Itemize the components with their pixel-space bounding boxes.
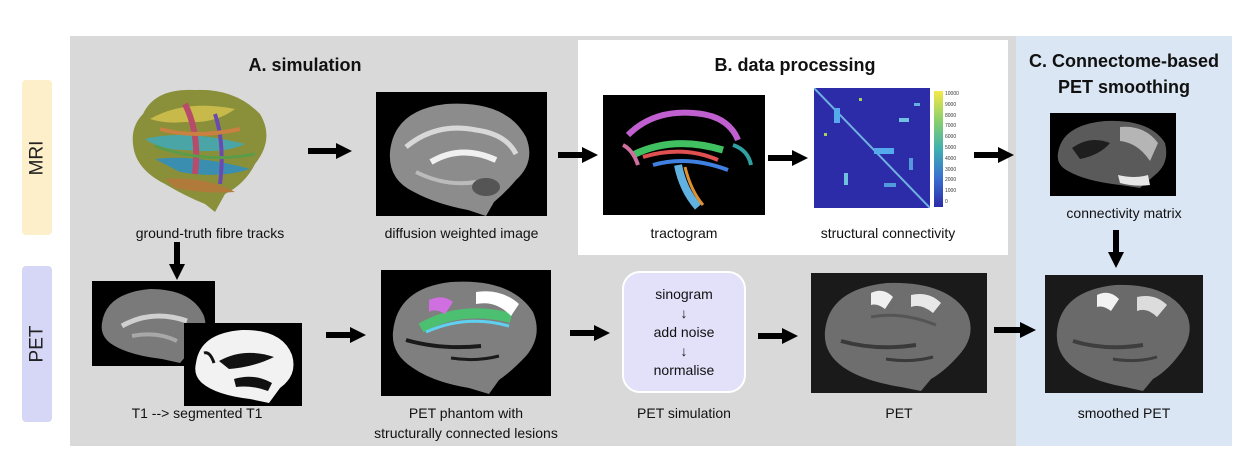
pet-simulation-caption: PET simulation bbox=[637, 405, 731, 421]
connectivity-matrix-image bbox=[1050, 113, 1176, 196]
mri-row-label: MRI bbox=[22, 80, 52, 235]
smoothed-pet-image bbox=[1045, 275, 1203, 393]
arrow-down-icon bbox=[169, 242, 185, 280]
step-sinogram: sinogram bbox=[655, 285, 713, 302]
arrow-right-icon bbox=[558, 147, 598, 163]
step-add-noise: add noise bbox=[653, 323, 715, 340]
pet-image bbox=[811, 273, 987, 393]
fibre-tracks-image bbox=[125, 84, 275, 214]
connectome-title-line2: PET smoothing bbox=[1058, 77, 1190, 97]
simulation-title: A. simulation bbox=[248, 55, 362, 75]
t1-image bbox=[92, 281, 215, 366]
tractogram-image bbox=[603, 95, 765, 215]
pet-simulation-steps-box: sinogram ↓ add noise ↓ normalise bbox=[622, 271, 746, 393]
arrow-right-icon bbox=[570, 325, 610, 341]
step-arrow-icon: ↓ bbox=[680, 342, 688, 359]
step-arrow-icon: ↓ bbox=[680, 304, 688, 321]
arrow-right-icon bbox=[768, 150, 808, 166]
fibre-tracks-caption: ground-truth fibre tracks bbox=[135, 225, 285, 241]
arrow-right-icon bbox=[758, 328, 798, 344]
data-processing-title: B. data processing bbox=[714, 55, 876, 75]
arrow-down-icon bbox=[1108, 230, 1124, 268]
arrow-right-icon bbox=[994, 322, 1036, 338]
arrow-right-icon bbox=[326, 327, 366, 343]
pet-phantom-caption-line1: PET phantom with bbox=[408, 405, 524, 421]
tractogram-caption: tractogram bbox=[650, 225, 718, 241]
structural-connectivity-matrix bbox=[813, 87, 931, 209]
pet-row-label: PET bbox=[22, 266, 52, 422]
diffusion-weighted-image bbox=[376, 92, 547, 216]
colorbar bbox=[934, 91, 943, 207]
pet-caption: PET bbox=[885, 405, 913, 421]
pet-phantom-caption-line2: structurally connected lesions bbox=[374, 425, 558, 441]
step-normalise: normalise bbox=[653, 361, 715, 378]
segmented-t1-image bbox=[184, 323, 302, 406]
smoothed-pet-caption: smoothed PET bbox=[1077, 405, 1171, 421]
arrow-right-icon bbox=[974, 147, 1014, 163]
dwi-caption: diffusion weighted image bbox=[384, 225, 539, 241]
arrow-right-icon bbox=[308, 143, 352, 159]
structural-connectivity-caption: structural connectivity bbox=[820, 225, 956, 241]
t1-caption: T1 --> segmented T1 bbox=[131, 405, 263, 421]
connectivity-matrix-caption: connectivity matrix bbox=[1066, 205, 1182, 221]
pet-phantom-image bbox=[381, 270, 551, 396]
connectome-title-line1: C. Connectome-based bbox=[1028, 51, 1220, 71]
